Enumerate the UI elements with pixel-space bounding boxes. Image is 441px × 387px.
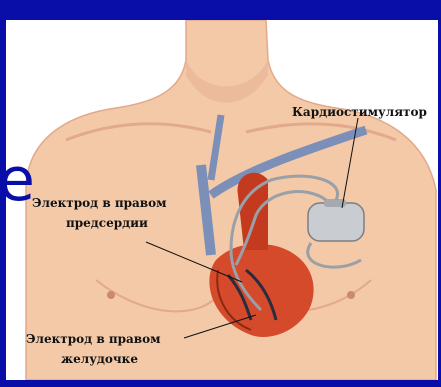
label-ventricle-line2: желудочке <box>61 352 138 367</box>
label-atrium-line2: предсердии <box>66 216 148 231</box>
label-pacemaker: Кардиостимулятор <box>292 105 427 120</box>
nipple-left <box>107 291 115 299</box>
pacemaker-device-icon <box>308 199 364 241</box>
illustration-panel: Кардиостимулятор Электрод в правом предс… <box>6 20 438 380</box>
label-ventricle-line1: Электрод в правом <box>26 332 161 347</box>
stray-glyph: e <box>0 150 35 210</box>
label-atrium-line1: Электрод в правом <box>32 196 167 211</box>
nipple-right <box>347 291 355 299</box>
